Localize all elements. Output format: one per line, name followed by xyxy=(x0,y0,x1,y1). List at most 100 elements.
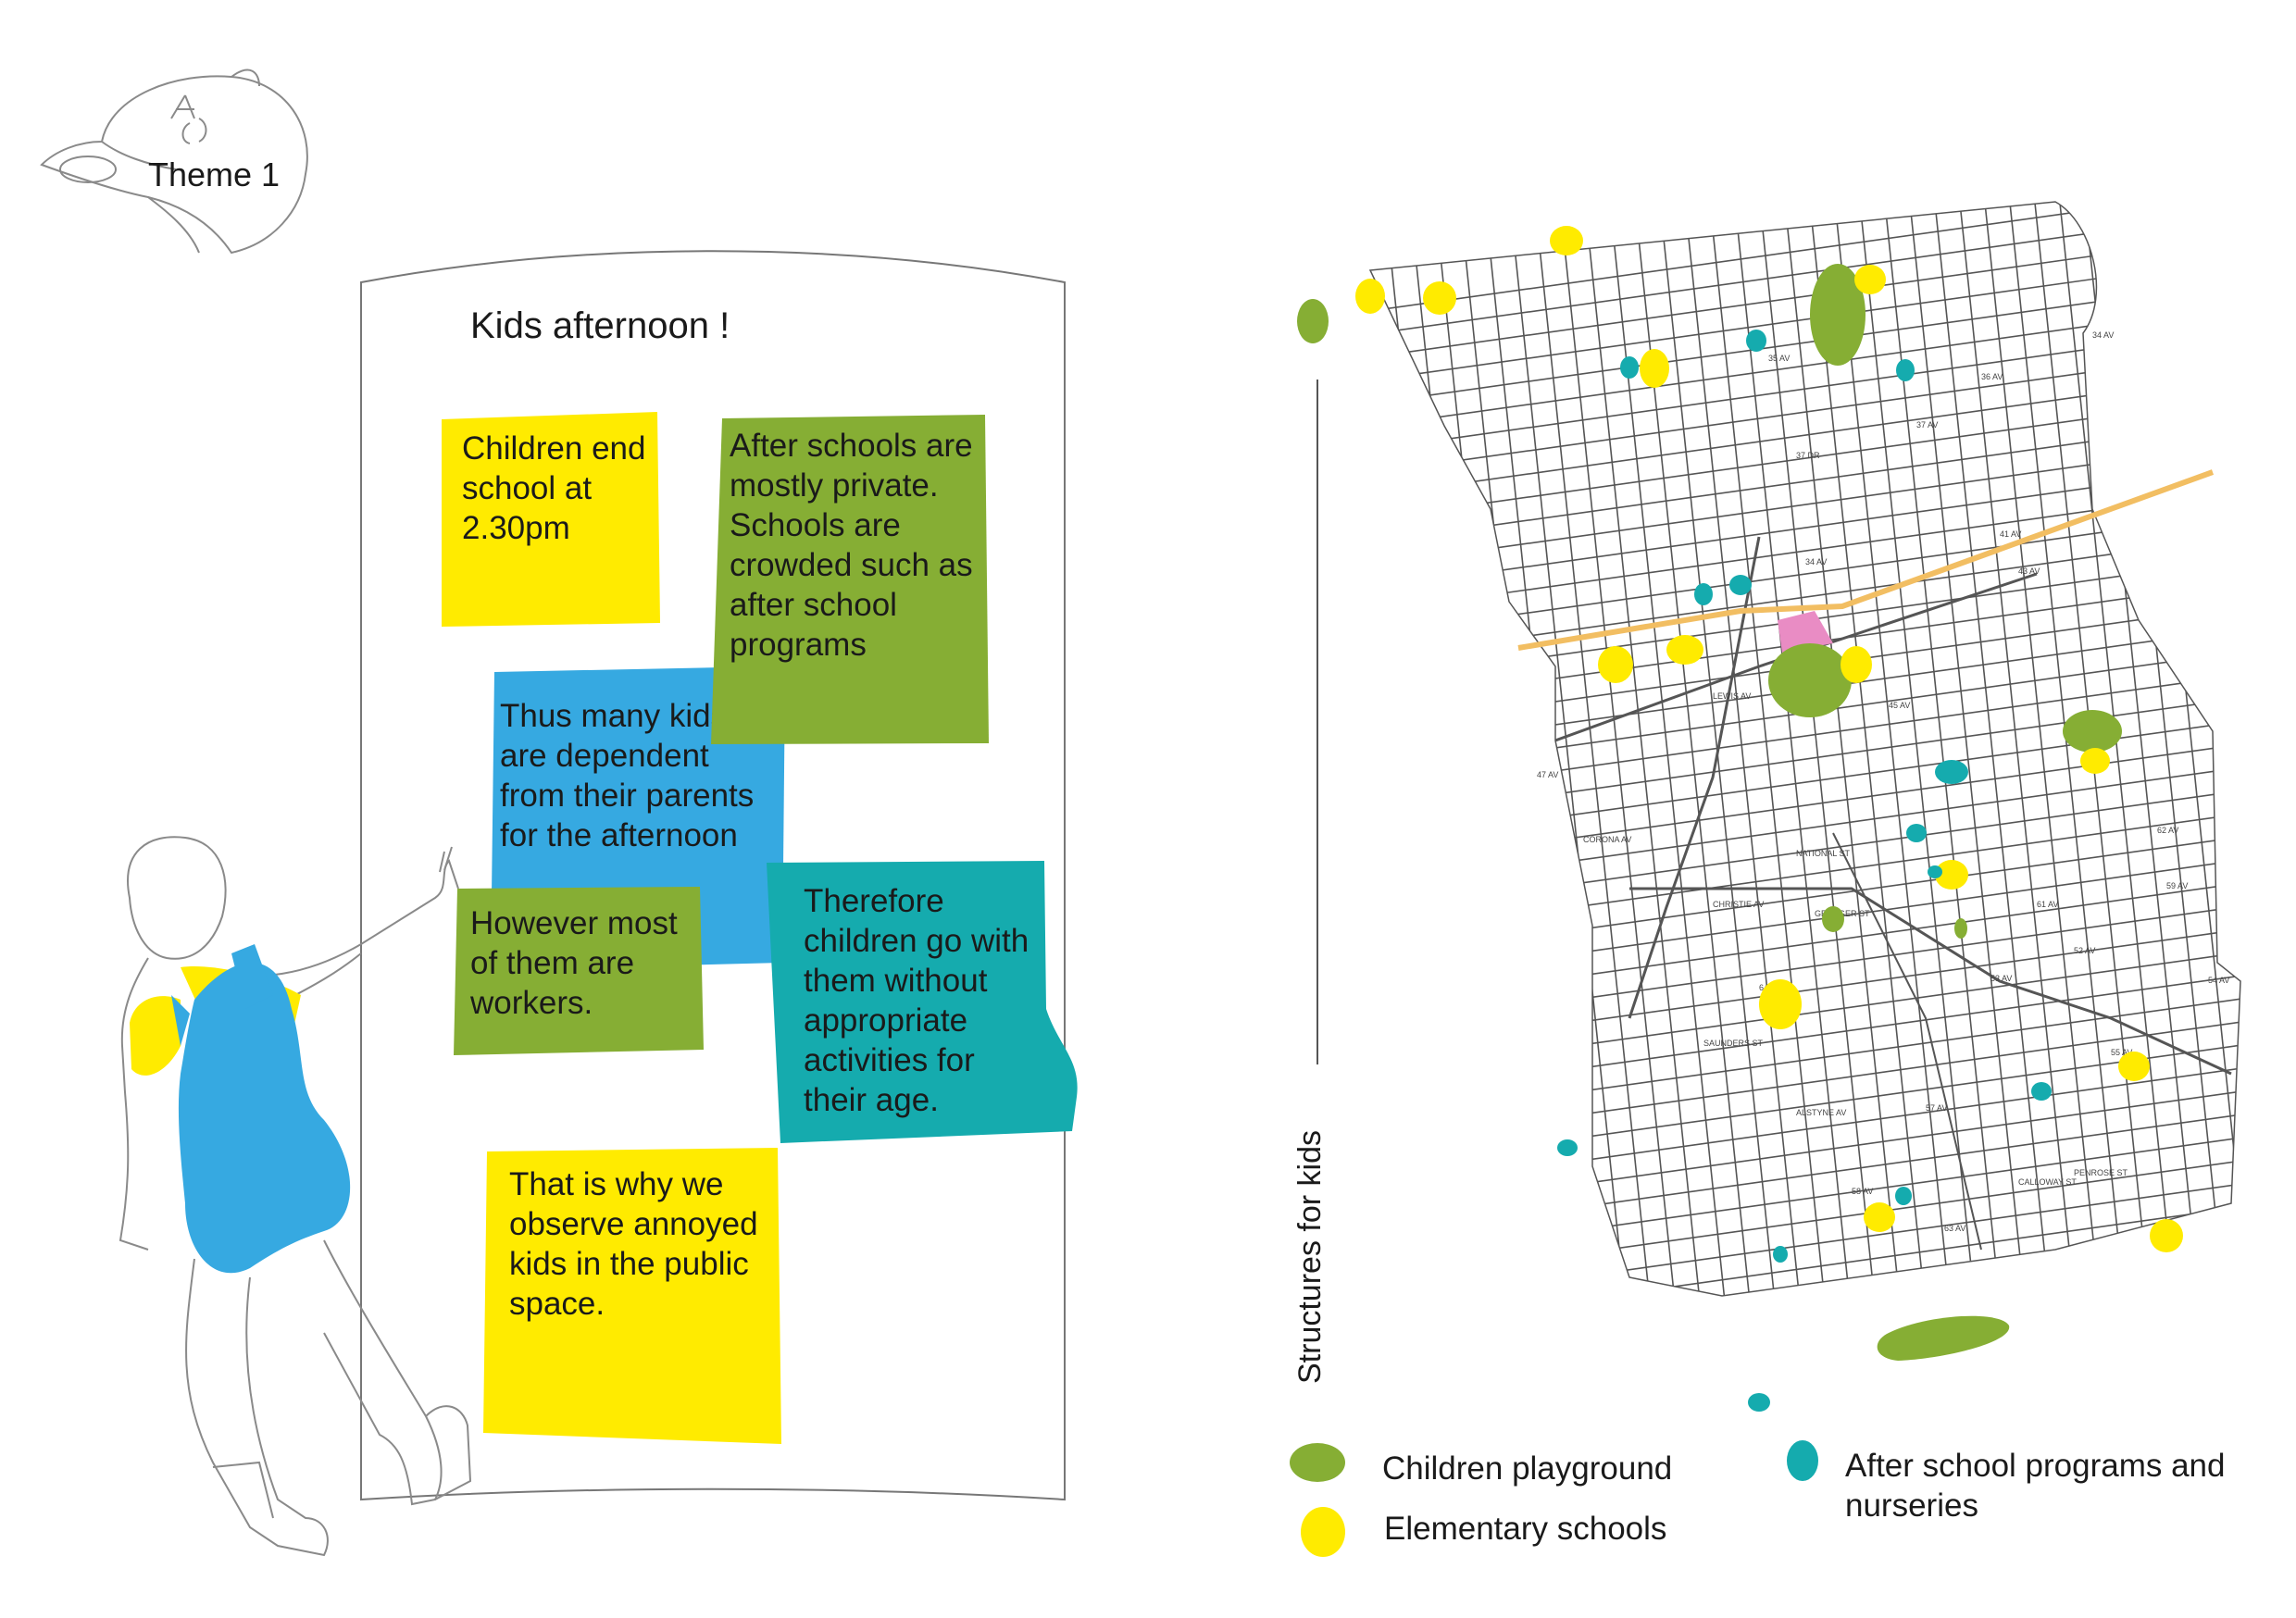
street-label: 55 AV xyxy=(2111,1048,2132,1057)
street-label: 59 AV xyxy=(2166,881,2188,890)
after-school-marker xyxy=(1557,1139,1578,1156)
street-label: 53 AV xyxy=(1990,974,2012,983)
school-marker xyxy=(1854,265,1886,294)
avenue-line xyxy=(1370,1179,2240,1296)
avenue-line xyxy=(1370,392,2240,533)
avenue-line xyxy=(1370,1156,2240,1296)
street-line xyxy=(2057,202,2189,1296)
street-line xyxy=(1657,202,1789,1296)
street-line xyxy=(1507,202,1639,1296)
roosevelt-avenue-line xyxy=(1517,469,2215,651)
after-school-marker xyxy=(1773,1246,1788,1263)
street-label: 57 AV xyxy=(1926,1103,1947,1113)
after-school-marker xyxy=(2031,1082,2052,1101)
street-line xyxy=(2232,202,2240,1296)
playground-marker xyxy=(1877,1315,2010,1361)
street-label: 62 AV xyxy=(2157,826,2178,835)
after-school-marker xyxy=(1694,583,1713,605)
legend-after-school-label: After school programs and nurseries xyxy=(1845,1448,2226,1524)
school-marker xyxy=(2080,748,2110,774)
street-label: 36 AV xyxy=(1981,372,2003,381)
street-line xyxy=(1482,202,1614,1296)
street-line xyxy=(1932,202,2064,1296)
street-label: CORONA AV xyxy=(1583,835,1631,844)
avenue-line xyxy=(1370,809,2240,950)
street-line xyxy=(1957,202,2089,1296)
avenue-line xyxy=(1370,1064,2240,1204)
street-label: CHRISTIE AV xyxy=(1713,900,1764,909)
note-after-schools-private: After schools are mostly private. School… xyxy=(711,415,989,746)
legend-elementary-label: Elementary schools xyxy=(1384,1511,1667,1547)
street-line xyxy=(1370,202,1464,1296)
street-line xyxy=(1432,202,1564,1296)
street-label: 37 AV xyxy=(1916,420,1938,429)
board-outline xyxy=(360,250,1066,1501)
street-label: 34 AV xyxy=(2092,330,2114,340)
avenue-line xyxy=(1370,323,2240,464)
avenue-line xyxy=(1370,1133,2240,1274)
street-line xyxy=(1532,202,1664,1296)
after-school-marker xyxy=(1748,1393,1770,1412)
playground-marker xyxy=(1822,906,1844,932)
street-line xyxy=(1882,202,2014,1296)
avenue-line xyxy=(1370,832,2240,973)
school-marker xyxy=(1666,635,1703,665)
street-label: 63 AV xyxy=(1944,1224,1965,1233)
avenue-line xyxy=(1370,1272,2240,1296)
street-line xyxy=(2207,202,2240,1296)
street-line xyxy=(1757,202,1889,1296)
street-label: NATIONAL ST xyxy=(1796,849,1851,858)
street-line xyxy=(1907,202,2039,1296)
street-label: PENROSE ST xyxy=(2074,1168,2128,1177)
street-label: SAUNDERS ST xyxy=(1703,1039,1764,1048)
school-marker xyxy=(2150,1219,2183,1252)
section-divider-line xyxy=(1316,380,1318,1064)
street-line xyxy=(1370,202,1489,1296)
street-label: 35 AV xyxy=(1768,354,1790,363)
street-line xyxy=(1407,202,1539,1296)
street-line xyxy=(1382,202,1514,1296)
playground-marker xyxy=(1954,918,1967,939)
street-line xyxy=(1807,202,1939,1296)
street-label: 37 DR xyxy=(1796,451,1820,460)
street-label: 58 AV xyxy=(1852,1187,1873,1196)
note-parents-workers: However most of them are workers. xyxy=(454,887,704,1055)
baseball-cap-icon xyxy=(40,68,308,255)
legend-playground-swatch xyxy=(1290,1443,1345,1482)
avenue-line xyxy=(1370,439,2240,579)
street-label: 52 AV xyxy=(2074,946,2095,955)
avenue-line xyxy=(1370,369,2240,510)
street-line xyxy=(1857,202,1989,1296)
avenue-line xyxy=(1370,1249,2240,1296)
street-line xyxy=(1582,202,1714,1296)
school-marker xyxy=(1355,279,1385,314)
after-school-marker xyxy=(1746,330,1766,352)
street-line xyxy=(2182,202,2240,1296)
note-children-go-with-them: Therefore children go with them without … xyxy=(767,861,1081,1143)
after-school-marker xyxy=(1935,760,1968,784)
street-label: LEWIS AV xyxy=(1713,691,1751,701)
street-label: 61 AV xyxy=(2037,900,2058,909)
school-marker xyxy=(1759,979,1802,1029)
street-label: 54 AV xyxy=(2208,976,2229,985)
school-marker xyxy=(2118,1052,2150,1081)
plaza-highlight xyxy=(1778,611,1833,653)
playground-marker xyxy=(2063,710,2122,753)
note-annoyed-kids: That is why we observe annoyed kids in t… xyxy=(483,1148,781,1444)
school-marker xyxy=(1598,646,1633,683)
street-line xyxy=(1607,202,1739,1296)
after-school-marker xyxy=(1895,1187,1912,1205)
street-label: CALLOWAY ST xyxy=(2018,1177,2077,1187)
street-label: ALSTYNE AV xyxy=(1796,1108,1846,1117)
avenue-line xyxy=(1370,531,2240,672)
street-line xyxy=(1832,202,1964,1296)
playground-marker xyxy=(1768,643,1852,717)
after-school-marker xyxy=(1906,824,1927,842)
after-school-marker xyxy=(1729,575,1752,595)
school-marker xyxy=(1550,226,1583,255)
avenue-line xyxy=(1370,346,2240,487)
street-label: 43 AV xyxy=(2018,566,2040,576)
board-title: Kids afternoon ! xyxy=(470,305,730,346)
street-grid xyxy=(1370,202,2240,1296)
neighborhood-street-map: 35 AV 36 AV 37 AV 37 DR 34 AV 41 AV 43 A… xyxy=(1297,201,2241,1412)
